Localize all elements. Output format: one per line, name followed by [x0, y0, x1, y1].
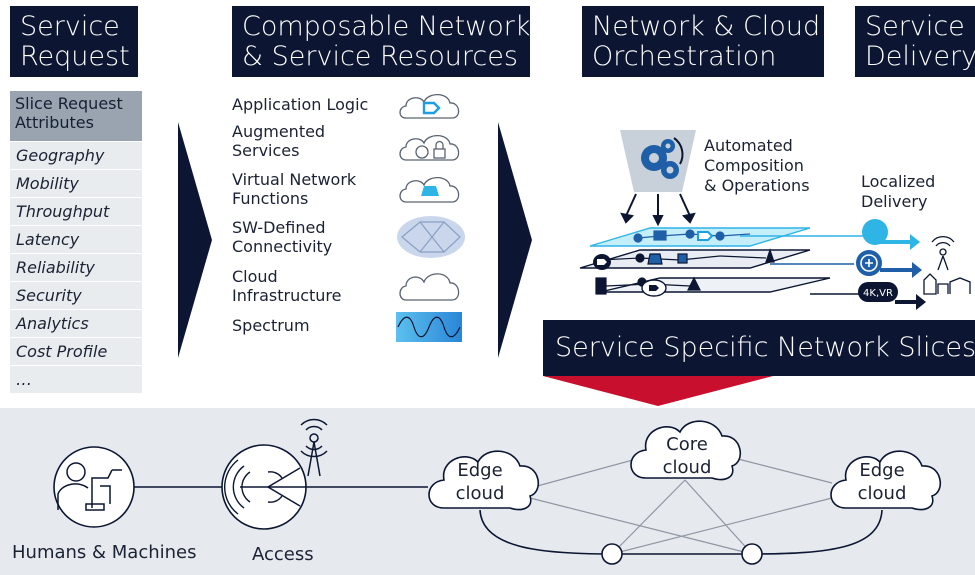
- label-line: Delivery: [861, 192, 928, 211]
- antenna-icon: [300, 418, 328, 477]
- label-line: Core: [666, 434, 708, 455]
- header-line-2: Request: [20, 41, 130, 72]
- label-line: cloud: [662, 457, 712, 478]
- header-composable-resources: Composable Network & Service Resources: [232, 6, 531, 77]
- resource-label: Infrastructure: [232, 286, 342, 305]
- attribute-item: Mobility: [10, 169, 142, 197]
- access-icon: [221, 444, 307, 530]
- core-node-right: [741, 543, 763, 565]
- application-logic-cloud-icon: [399, 93, 460, 119]
- 4k-vr-badge: [858, 282, 898, 302]
- resource-label: Spectrum: [232, 316, 310, 335]
- attribute-item: …: [10, 365, 142, 393]
- header-line-1: Service: [865, 11, 965, 42]
- automated-composition-label: Automated Composition & Operations: [704, 136, 810, 196]
- chevron-arrow-2: [498, 122, 532, 358]
- header-line-1: Network & Cloud: [592, 11, 821, 42]
- resource-label: Services: [232, 141, 300, 160]
- resource-label: Connectivity: [232, 237, 333, 256]
- core-node-left: [601, 543, 623, 565]
- edge-cloud-right-icon: [830, 450, 942, 511]
- humans-machines-label: Humans & Machines: [12, 542, 197, 563]
- spectrum-wave-icon: [396, 312, 462, 342]
- core-cloud-icon: [630, 420, 742, 481]
- label-line: Edge: [457, 460, 503, 481]
- access-label: Access: [252, 544, 314, 565]
- attribute-item: Cost Profile: [10, 337, 142, 365]
- resource-application-logic: Application Logic: [232, 95, 368, 114]
- edge-cloud-left-label: Edge cloud: [450, 459, 510, 505]
- label-line: Composition: [704, 156, 804, 175]
- network-topology: [53, 418, 942, 565]
- label-line: Localized: [861, 172, 936, 191]
- attribute-item: Latency: [10, 225, 142, 253]
- humans-machines-icon: [53, 446, 135, 528]
- cloud-infrastructure-icon: [399, 273, 460, 301]
- header-service-request: Service Request: [10, 6, 138, 77]
- service-specific-slices-banner: Service Specific Network Slices: [543, 320, 975, 376]
- edge-cloud-right-label: Edge cloud: [852, 459, 912, 505]
- attribute-item: Security: [10, 281, 142, 309]
- resource-augmented-services: Augmented Services: [232, 122, 325, 160]
- resource-spectrum: Spectrum: [232, 316, 310, 335]
- header-service-delivery: Service Delivery: [855, 6, 975, 77]
- slice-attributes-panel: Slice Request Attributes Geography Mobil…: [10, 91, 142, 393]
- header-line-1: Composable Network: [242, 11, 531, 42]
- label-line: cloud: [455, 483, 505, 504]
- vnf-cloud-icon: [399, 176, 460, 203]
- network-slice-layers: 4K,VR: [579, 193, 971, 310]
- resource-label: Augmented: [232, 122, 326, 141]
- label-line: cloud: [857, 483, 907, 504]
- attribute-item: Reliability: [10, 253, 142, 281]
- attribute-item: Analytics: [10, 309, 142, 337]
- localized-delivery-label: Localized Delivery: [861, 172, 935, 212]
- resource-sdn: SW-Defined Connectivity: [232, 218, 332, 256]
- resource-label: Cloud: [232, 267, 278, 286]
- attribute-item: Throughput: [10, 197, 142, 225]
- header-line-2: & Service Resources: [242, 41, 518, 72]
- resource-label: Functions: [232, 189, 309, 208]
- augmented-services-cloud-icon: [399, 134, 460, 161]
- header-orchestration: Network & Cloud Orchestration: [582, 6, 824, 77]
- resource-cloud-infrastructure: Cloud Infrastructure: [232, 267, 341, 305]
- label-line: & Operations: [704, 176, 810, 195]
- header-line-2: Orchestration: [592, 41, 777, 72]
- attribute-item: Geography: [10, 141, 142, 169]
- core-cloud-label: Core cloud: [652, 433, 722, 479]
- localized-delivery-badge: [862, 219, 888, 245]
- slice-attributes-title: Slice Request Attributes: [10, 91, 142, 141]
- header-line-2: Delivery: [865, 41, 975, 72]
- chevron-arrow-1: [178, 122, 212, 358]
- sdn-connectivity-icon: [397, 216, 465, 258]
- red-funnel-arrow: [543, 376, 773, 406]
- resource-label: Application Logic: [232, 95, 369, 114]
- label-line: Edge: [859, 460, 905, 481]
- resource-label: SW-Defined: [232, 218, 326, 237]
- resource-label: Virtual Network: [232, 170, 357, 189]
- edge-cloud-left-icon: [428, 450, 540, 511]
- resource-vnf: Virtual Network Functions: [232, 170, 356, 208]
- badge-label: 4K,VR: [863, 288, 893, 299]
- header-line-1: Service: [20, 11, 120, 42]
- orchestration-gears-icon: [620, 130, 696, 192]
- label-line: Automated: [704, 136, 793, 155]
